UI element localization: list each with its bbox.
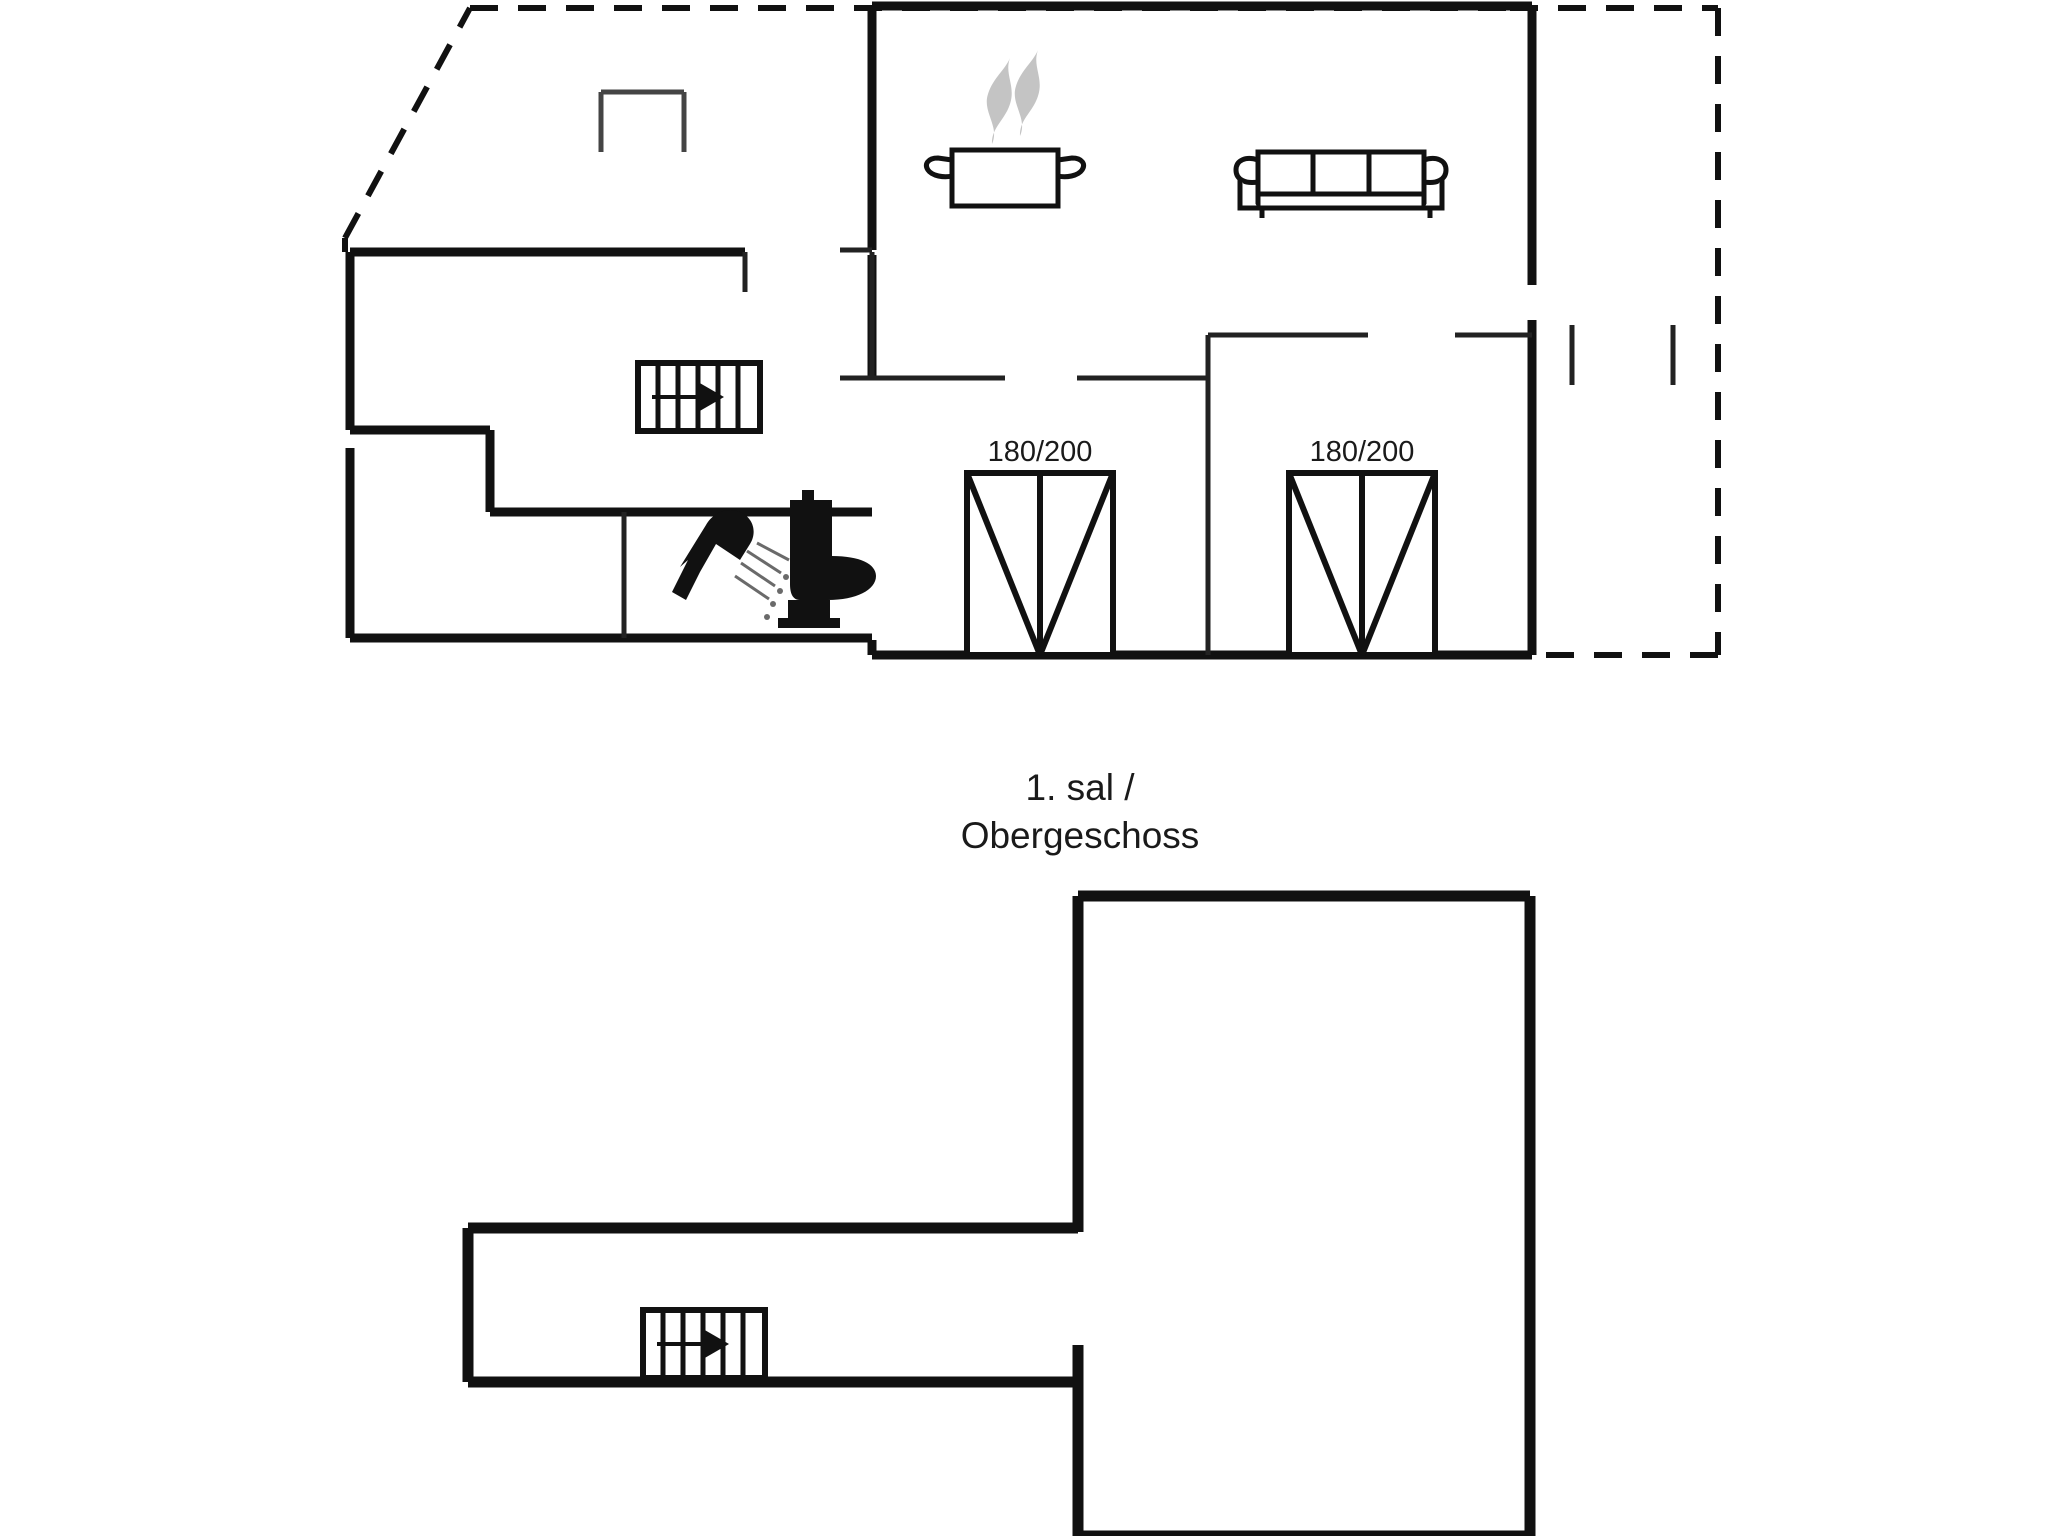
upper-floor-plan: 180/200 180/200 [342,1,1721,660]
stairs-up-icon [635,360,763,434]
lower-floor-plan [462,890,1536,1536]
upper-floor-partitions [621,247,1676,655]
bed-right: 180/200 [1286,436,1438,658]
caption-line-1: 1. sal / [1026,767,1136,808]
wall-niche-icon [598,89,687,152]
bed-left: 180/200 [964,436,1116,658]
bed-right-size-label: 180/200 [1310,436,1415,468]
shower-icon [672,509,796,620]
bed-left-size-label: 180/200 [988,436,1093,468]
stairs-up-icon-lower [640,1307,768,1381]
caption-line-2: Obergeschoss [961,815,1200,856]
cooking-pot-icon [923,50,1087,209]
floor-caption: 1. sal / Obergeschoss [961,767,1200,856]
toilet-icon [778,490,876,628]
lower-floor-walls [462,890,1536,1536]
sofa-icon [1233,149,1449,218]
